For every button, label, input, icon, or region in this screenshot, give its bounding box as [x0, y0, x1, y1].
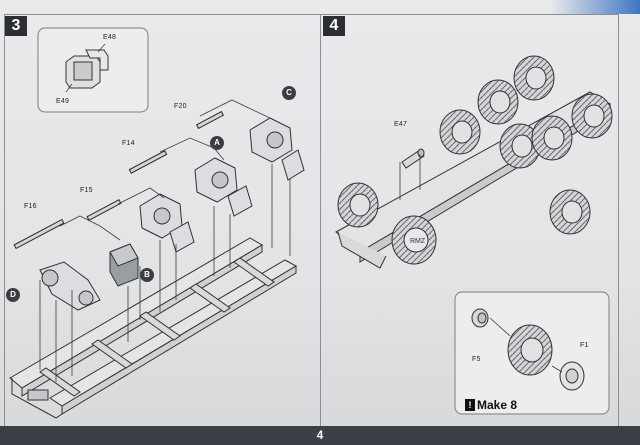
part-label-f16: F16	[24, 203, 37, 210]
spare-cylinder-e47	[401, 148, 425, 169]
front-suspension	[39, 261, 101, 311]
callout-d: D	[6, 288, 20, 302]
wheel	[439, 109, 481, 155]
panel-divider	[320, 14, 321, 426]
callout-c: C	[282, 86, 296, 100]
step-3-number: 3	[5, 16, 27, 36]
bracket-part-drawing	[65, 43, 109, 93]
part-label-f14: F14	[122, 140, 135, 147]
wheel-inset	[454, 291, 610, 415]
part-label-f1: F1	[580, 342, 589, 349]
page-number: 4	[316, 428, 324, 442]
wheel	[531, 115, 573, 161]
shaft-f14	[128, 150, 168, 174]
wheel	[499, 123, 541, 169]
callout-a: A	[210, 136, 224, 150]
tire-part	[507, 324, 553, 376]
wheel	[337, 182, 379, 228]
suspension-unit	[139, 193, 195, 253]
callout-b: B	[140, 268, 154, 282]
shaft-f15	[86, 199, 122, 221]
wheel	[571, 93, 613, 139]
make-quantity-text: Make 8	[477, 398, 518, 412]
part-label-e48: E48	[103, 34, 117, 41]
make-quantity-label: !Make 8	[465, 398, 517, 412]
background-edge	[550, 0, 640, 14]
shaft-f16	[13, 218, 65, 250]
chassis-frame-drawing	[9, 237, 298, 419]
part-label-f20: F20	[174, 103, 187, 110]
rim-part-f1	[559, 361, 585, 391]
hub-part-f5	[471, 308, 489, 328]
wheel	[477, 79, 519, 125]
suspension-unit	[249, 117, 305, 181]
footer-bar	[0, 426, 640, 445]
part-label-f15: F15	[80, 187, 93, 194]
e48-e49-inset	[37, 27, 149, 113]
part-label-e47: E47	[394, 121, 408, 128]
drive-shafts	[13, 110, 225, 250]
shaft-f20	[195, 110, 225, 130]
part-label-e49: E49	[56, 98, 70, 105]
exclamation-icon: !	[465, 399, 475, 411]
truck-assembly-drawing: RMZ	[335, 55, 613, 269]
step-4-number: 4	[323, 16, 345, 36]
suspension-unit	[194, 157, 253, 217]
svg-text:RMZ: RMZ	[410, 238, 426, 245]
wheel	[549, 189, 591, 235]
wheel: RMZ	[391, 215, 437, 265]
fuel-tank	[109, 243, 139, 287]
assembly-guide-lines	[39, 99, 291, 382]
part-label-f5: F5	[472, 356, 481, 363]
wheel	[513, 55, 555, 101]
